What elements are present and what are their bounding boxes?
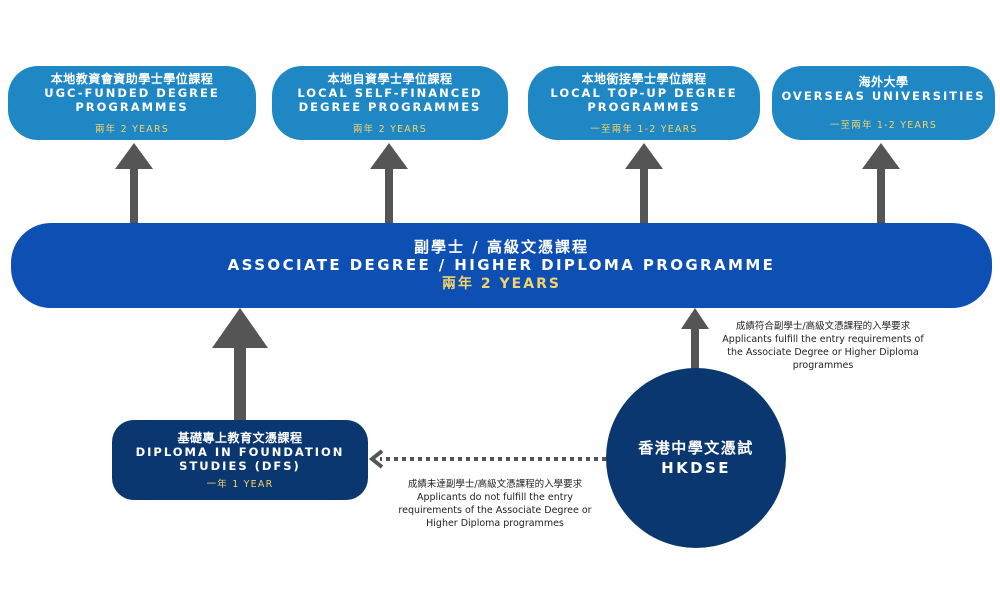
pathway-years: 兩年 2 YEARS: [352, 123, 428, 135]
note-not-fulfill-en: Applicants do not fulfill the entry requ…: [398, 492, 592, 529]
pathway-ugc-funded: 本地教資會資助學士學位課程 UGC-FUNDED DEGREE PROGRAMM…: [8, 66, 256, 140]
foundation-title-cn: 基礎專上教育文憑課程: [177, 430, 303, 445]
pathway-title-en: OVERSEAS UNIVERSITIES: [781, 89, 986, 103]
associate-years: 兩年 2 YEARS: [442, 276, 561, 292]
pathway-title-cn: 本地教資會資助學士學位課程: [50, 71, 214, 86]
hkdse-circle: 香港中學文憑試 HKDSE: [606, 368, 786, 548]
note-fulfill-en: Applicants fulfill the entry requirement…: [722, 334, 924, 371]
pathway-title-en: UGC-FUNDED DEGREE PROGRAMMES: [44, 85, 220, 114]
pathway-title-cn: 海外大學: [858, 75, 909, 89]
hkdse-title-en: HKDSE: [661, 458, 731, 477]
pathway-title-cn: 本地銜接學士學位課程: [581, 71, 707, 86]
pathway-years: 一至兩年 1-2 YEARS: [590, 123, 698, 135]
note-fulfill: 成績符合副學士/高級文憑課程的入學要求 Applicants fulfill t…: [718, 320, 928, 372]
foundation-studies-box: 基礎專上教育文憑課程 DIPLOMA IN FOUNDATION STUDIES…: [112, 420, 368, 500]
foundation-title-en: DIPLOMA IN FOUNDATION STUDIES (DFS): [135, 444, 345, 473]
note-not-fulfill: 成績未達副學士/高級文憑課程的入學要求 Applicants do not fu…: [390, 478, 600, 530]
pathway-years: 一至兩年 1-2 YEARS: [829, 120, 938, 131]
note-fulfill-cn: 成績符合副學士/高級文憑課程的入學要求: [735, 321, 911, 332]
associate-title-cn: 副學士 / 高級文憑課程: [414, 238, 589, 256]
note-not-fulfill-cn: 成績未達副學士/高級文憑課程的入學要求: [407, 479, 583, 490]
pathway-overseas: 海外大學 OVERSEAS UNIVERSITIES 一至兩年 1-2 YEAR…: [772, 66, 995, 140]
foundation-years: 一年 1 YEAR: [206, 478, 274, 490]
pathway-years: 兩年 2 YEARS: [94, 123, 170, 135]
pathway-self-financed: 本地自資學士學位課程 LOCAL SELF-FINANCED DEGREE PR…: [272, 66, 508, 140]
hkdse-title-cn: 香港中學文憑試: [638, 438, 754, 457]
pathway-title-cn: 本地自資學士學位課程: [327, 71, 453, 86]
pathway-title-en: LOCAL SELF-FINANCED DEGREE PROGRAMMES: [297, 85, 483, 114]
associate-degree-box: 副學士 / 高級文憑課程 ASSOCIATE DEGREE / HIGHER D…: [11, 223, 992, 308]
pathway-title-en: LOCAL TOP-UP DEGREE PROGRAMMES: [550, 85, 738, 114]
associate-title-en: ASSOCIATE DEGREE / HIGHER DIPLOMA PROGRA…: [227, 256, 776, 274]
pathway-top-up: 本地銜接學士學位課程 LOCAL TOP-UP DEGREE PROGRAMME…: [528, 66, 760, 140]
